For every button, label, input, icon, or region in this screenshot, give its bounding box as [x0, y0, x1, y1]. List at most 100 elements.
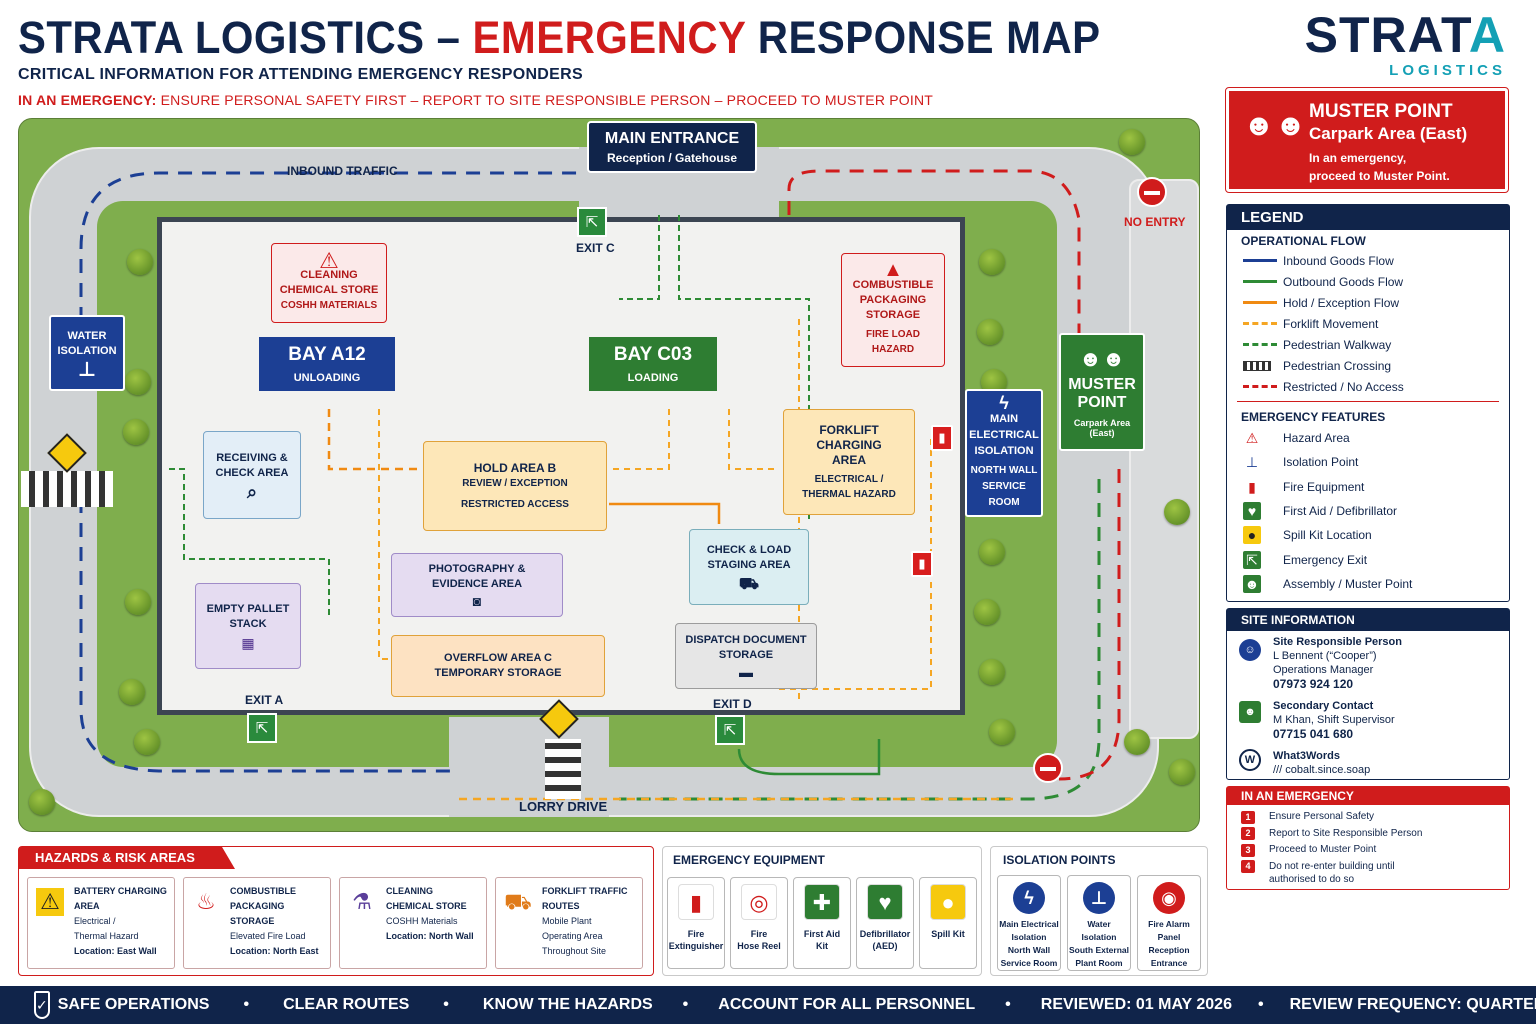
spill-kit-icon: ●	[930, 884, 966, 920]
defibrillator-icon: ♥	[867, 884, 903, 920]
no-entry-label: NO ENTRY	[1124, 215, 1186, 229]
legend-feature-row: ⇱Emergency Exit	[1227, 547, 1509, 571]
legend-flow-row: Restricted / No Access	[1227, 376, 1509, 397]
flow-line-symbol	[1243, 385, 1277, 388]
people-icon: ☻☻	[1243, 109, 1307, 142]
valve-icon: ⊥	[1083, 882, 1115, 914]
pedestrian-crossing-west	[21, 471, 113, 507]
legend-feature-row: ▮Fire Equipment	[1227, 475, 1509, 499]
valve-icon: ⊥	[1245, 454, 1259, 471]
company-logo: STRATA LOGISTICS	[1304, 7, 1506, 79]
hazard-icon: ⚠	[1245, 430, 1259, 447]
legend-feature-row: ⚠Hazard Area	[1227, 426, 1509, 450]
first-aid-icon: ✚	[804, 884, 840, 920]
footer-item: SAFE OPERATIONS	[57, 996, 210, 1013]
shield-icon: ✓	[34, 991, 50, 1019]
heart-icon: ♥	[1243, 502, 1261, 521]
lorry-drive-label: LORRY DRIVE	[519, 799, 608, 814]
truck-icon: ⛟	[738, 575, 760, 593]
muster-point-panel: ☻☻ MUSTER POINT Carpark Area (East) In a…	[1225, 87, 1509, 193]
fire-extinguisher-icon: ▮	[911, 551, 933, 577]
pedestrian-crossing-south	[545, 739, 581, 799]
hose-reel-icon: ◎	[741, 884, 777, 920]
equipment-card: ●Spill Kit	[919, 877, 977, 969]
flask-icon: ⚗	[352, 889, 372, 914]
no-entry-icon	[1033, 753, 1063, 783]
footer-item: REVIEWED: 01 MAY 2026	[1040, 996, 1232, 1013]
exit-d-label: EXIT D	[713, 697, 752, 711]
exit-c-label: EXIT C	[576, 241, 615, 255]
forklift-icon: ⛟	[504, 889, 532, 914]
flow-line-symbol	[1243, 259, 1277, 262]
legend-feature-row: ♥First Aid / Defibrillator	[1227, 499, 1509, 523]
people-icon: ☻	[1239, 701, 1261, 723]
folder-icon: ▬	[739, 663, 753, 680]
exit-a-label: EXIT A	[245, 693, 284, 707]
legend-feature-row: ☻Assembly / Muster Point	[1243, 574, 1413, 593]
camera-icon: ◙	[472, 592, 482, 609]
person-icon: ☺	[1239, 639, 1261, 661]
footer-item: ACCOUNT FOR ALL PERSONNEL	[718, 996, 976, 1013]
drop-icon: ●	[1243, 526, 1261, 545]
valve-icon: ⊥	[77, 358, 97, 381]
no-entry-icon	[1137, 177, 1167, 207]
crossing-symbol	[1243, 360, 1271, 371]
inspect-icon: ⌕	[246, 481, 258, 502]
site-info-panel: SITE INFORMATION ☺ Site Responsible Pers…	[1226, 608, 1510, 780]
people-icon: ☻☻	[1078, 346, 1126, 371]
step-number: 4	[1241, 860, 1255, 874]
car-park	[1129, 179, 1199, 739]
legend-flow-row: Forklift Movement	[1227, 313, 1509, 334]
legend-feature-row: ●Spill Kit Location	[1227, 523, 1509, 547]
legend-flow-row: Pedestrian Crossing	[1227, 355, 1509, 376]
page-title: STRATA LOGISTICS – EMERGENCY RESPONSE MA…	[18, 12, 1101, 63]
lightning-icon: ϟ	[999, 393, 1009, 413]
main-entrance-sign: MAIN ENTRANCE Reception / Gatehouse	[587, 121, 757, 173]
footer-item: REVIEW FREQUENCY: QUARTERLY	[1289, 996, 1536, 1013]
legend-flow-row: Hold / Exception Flow	[1227, 292, 1509, 313]
emergency-exit-icon: ⇱	[577, 207, 607, 237]
legend-flow-row: Pedestrian Walkway	[1227, 334, 1509, 355]
step-number: 2	[1241, 827, 1255, 841]
fire-hazard-icon: ▲	[883, 259, 903, 281]
fire-extinguisher-icon: ▮	[931, 425, 953, 451]
legend-flow-row: Inbound Goods Flow	[1227, 250, 1509, 271]
fire-icon: ♨	[196, 889, 216, 914]
hazard-icon: ⚠	[319, 248, 339, 273]
emergency-step: authorised to do so	[1269, 874, 1355, 885]
lorry-drive	[449, 717, 609, 817]
inbound-traffic-label: INBOUND TRAFFIC	[287, 164, 398, 178]
emergency-exit-icon: ⇱	[715, 715, 745, 745]
site-map: INBOUND TRAFFIC NO ENTRY LORRY DRIVE MAI…	[18, 118, 1200, 832]
flow-line-symbol	[1243, 343, 1277, 346]
extinguisher-icon: ▮	[1248, 478, 1256, 495]
